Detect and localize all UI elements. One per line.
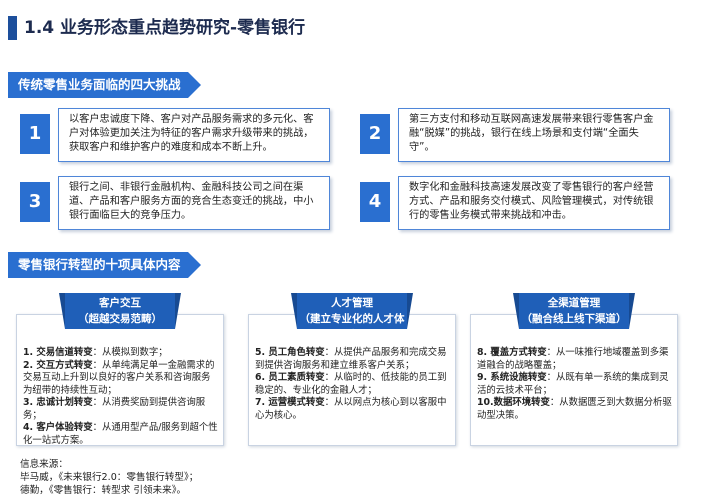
panel-subtitle: （建立专业化的人才体系） bbox=[299, 313, 405, 341]
challenge-text: 以客户忠诚度下降、客户对产品服务需求的多元化、客户对体验更加关注为特征的客户需求… bbox=[58, 108, 330, 162]
panel-subtitle: （超越交易范畴） bbox=[78, 313, 162, 325]
source-note: 信息来源： 毕马威，《未来银行2.0：零售银行转型》； 德勤，《零售银行：转型求… bbox=[20, 458, 198, 497]
list-item: 5. 员工角色转变：从提供产品服务和完成交易到提供咨询服务和建立维系客户关系； bbox=[255, 347, 451, 372]
list-item: 2. 交互方式转变：从单纯满足单一金融需求的交易互动上升到以良好的客户关系和咨询… bbox=[23, 360, 219, 398]
panel-customer-interaction: 客户交互 （超越交易范畴） 1. 交易信道转变：从模拟到数字； 2. 交互方式转… bbox=[16, 293, 224, 447]
item-text: ：从以网点为核心到以客服中心为核心。 bbox=[255, 397, 447, 421]
item-text: ：从数据匮乏到大数据分析驱动型决策。 bbox=[477, 397, 672, 421]
challenge-text: 数字化和金融科技高速发展改变了零售银行的客户经营方式、产品和服务交付模式、风险管… bbox=[398, 176, 670, 230]
panel-talent-management: 人才管理 （建立专业化的人才体系） 5. 员工角色转变：从提供产品服务和完成交易… bbox=[248, 293, 456, 446]
challenge-text: 第三方支付和移动互联网高速发展带来银行零售客户金融“脱媒”的挑战，银行在线上场景… bbox=[398, 108, 670, 162]
panel-title: 客户交互 bbox=[99, 297, 141, 309]
item-label: 8. 覆盖方式转变 bbox=[477, 347, 547, 358]
list-item: 9. 系统设施转变：从既有单一系统的集成到灵活的云技术平台； bbox=[477, 372, 673, 397]
title-accent-bar bbox=[8, 16, 17, 40]
challenge-number: 3 bbox=[20, 182, 50, 222]
item-text: ：从通用型产品/服务到超个性化一站式方案。 bbox=[23, 422, 218, 446]
challenge-item-4: 4 数字化和金融科技高速发展改变了零售银行的客户经营方式、产品和服务交付模式、风… bbox=[360, 176, 670, 230]
challenge-item-1: 1 以客户忠诚度下降、客户对产品服务需求的多元化、客户对体验更加关注为特征的客户… bbox=[20, 108, 330, 162]
panel-list: 8. 覆盖方式转变：从一味推行地域覆盖到多渠道融合的战略覆盖； 9. 系统设施转… bbox=[477, 347, 673, 422]
item-text: ：从单纯满足单一金融需求的交易互动上升到以良好的客户关系和咨询服务为纽带的持续性… bbox=[23, 359, 215, 396]
source-line: 毕马威，《未来银行2.0：零售银行转型》； bbox=[20, 472, 199, 483]
section-heading-challenges: 传统零售业务面临的四大挑战 bbox=[8, 72, 201, 98]
challenge-text: 银行之间、非银行金融机构、金融科技公司之间在渠道、产品和客户服务方面的竞合生态变… bbox=[58, 176, 330, 230]
item-label: 3. 忠诚计划转变 bbox=[23, 397, 93, 408]
item-text: ：从模拟到数字； bbox=[92, 347, 168, 358]
challenge-number: 4 bbox=[360, 182, 390, 222]
challenge-number: 2 bbox=[360, 114, 390, 154]
list-item: 1. 交易信道转变：从模拟到数字； bbox=[23, 347, 219, 360]
panel-list: 1. 交易信道转变：从模拟到数字； 2. 交互方式转变：从单纯满足单一金融需求的… bbox=[23, 347, 219, 447]
panel-header: 客户交互 （超越交易范畴） bbox=[59, 293, 181, 329]
item-label: 6. 员工素质转变 bbox=[255, 372, 325, 383]
item-text: ：从提供产品服务和完成交易到提供咨询服务和建立维系客户关系； bbox=[255, 347, 447, 371]
item-label: 2. 交互方式转变 bbox=[23, 359, 93, 371]
item-text: ：从临时的、低技能的员工到稳定的、专业化的金融人才； bbox=[255, 372, 447, 396]
item-label: 5. 员工角色转变 bbox=[255, 347, 325, 358]
challenge-number: 1 bbox=[20, 114, 50, 154]
panel-omnichannel-management: 全渠道管理 （融合线上线下渠道） 8. 覆盖方式转变：从一味推行地域覆盖到多渠道… bbox=[470, 293, 678, 446]
list-item: 8. 覆盖方式转变：从一味推行地域覆盖到多渠道融合的战略覆盖； bbox=[477, 347, 673, 372]
page-title: 1.4 业务形态重点趋势研究-零售银行 bbox=[24, 18, 306, 38]
list-item: 7. 运营模式转变：从以网点为核心到以客服中心为核心。 bbox=[255, 397, 451, 422]
item-label: 1. 交易信道转变 bbox=[23, 347, 93, 358]
panel-subtitle: （融合线上线下渠道） bbox=[521, 313, 627, 325]
list-item: 4. 客户体验转变：从通用型产品/服务到超个性化一站式方案。 bbox=[23, 422, 219, 447]
item-label: 7. 运营模式转变 bbox=[255, 397, 325, 408]
source-line: 德勤，《零售银行：转型求 引领未来》。 bbox=[20, 485, 187, 496]
panel-title: 人才管理 bbox=[331, 297, 373, 309]
item-label: 4. 客户体验转变 bbox=[23, 422, 93, 433]
challenge-item-3: 3 银行之间、非银行金融机构、金融科技公司之间在渠道、产品和客户服务方面的竞合生… bbox=[20, 176, 330, 230]
item-label: 9. 系统设施转变 bbox=[477, 372, 547, 383]
list-item: 6. 员工素质转变：从临时的、低技能的员工到稳定的、专业化的金融人才； bbox=[255, 372, 451, 397]
list-item: 3. 忠诚计划转变：从消费奖励到提供咨询服务； bbox=[23, 397, 219, 422]
panel-header: 人才管理 （建立专业化的人才体系） bbox=[291, 293, 413, 341]
source-label: 信息来源： bbox=[20, 459, 68, 470]
section-heading-transformation: 零售银行转型的十项具体内容 bbox=[8, 252, 201, 278]
panel-title: 全渠道管理 bbox=[547, 297, 601, 309]
challenge-item-2: 2 第三方支付和移动互联网高速发展带来银行零售客户金融“脱媒”的挑战，银行在线上… bbox=[360, 108, 670, 162]
panel-header: 全渠道管理 （融合线上线下渠道） bbox=[513, 293, 635, 329]
list-item: 10.数据环境转变：从数据匮乏到大数据分析驱动型决策。 bbox=[477, 397, 673, 422]
page-title-bar: 1.4 业务形态重点趋势研究-零售银行 bbox=[0, 12, 600, 44]
item-text: ：从一味推行地域覆盖到多渠道融合的战略覆盖； bbox=[477, 347, 669, 371]
item-label: 10.数据环境转变 bbox=[477, 397, 550, 408]
item-text: ：从既有单一系统的集成到灵活的云技术平台； bbox=[477, 372, 669, 396]
item-text: ：从消费奖励到提供咨询服务； bbox=[23, 397, 206, 421]
panel-list: 5. 员工角色转变：从提供产品服务和完成交易到提供咨询服务和建立维系客户关系； … bbox=[255, 347, 451, 422]
